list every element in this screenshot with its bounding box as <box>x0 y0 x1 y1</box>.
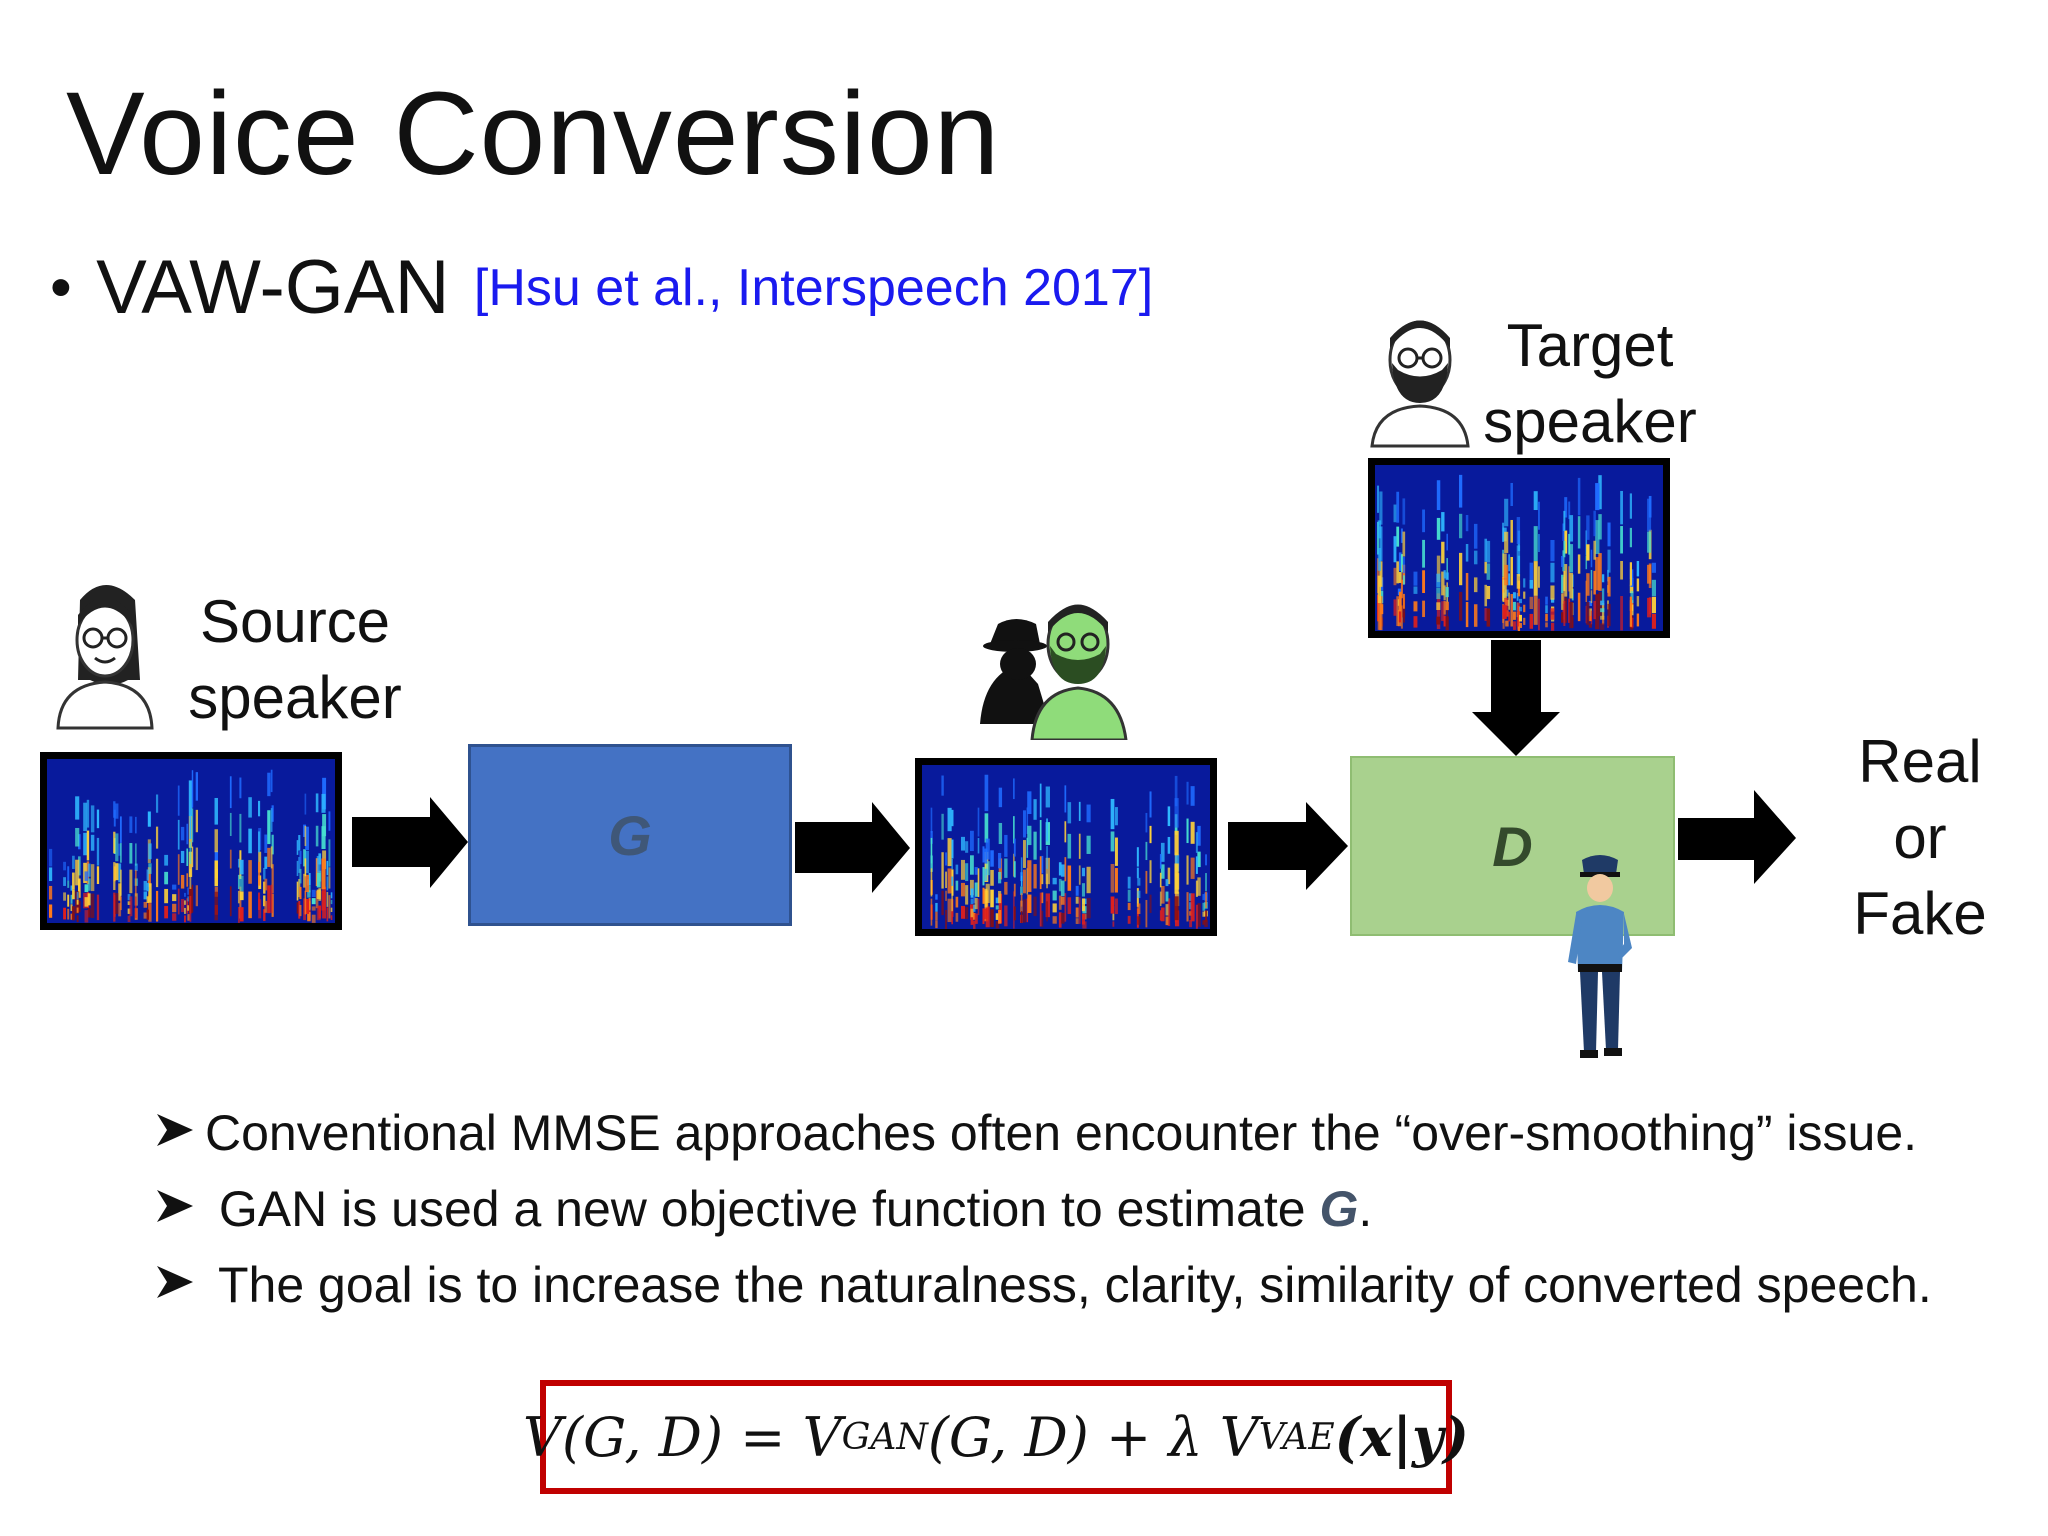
discriminator-block: D <box>1350 756 1675 936</box>
formula-rhs: (x|y) <box>1334 1405 1469 1469</box>
point-2: GAN is used a new objective function to … <box>155 1171 1932 1247</box>
citation-link[interactable]: [Hsu et al., Interspeech 2017] <box>473 259 1154 317</box>
source-label-line1: Source <box>199 588 391 655</box>
arrow-bullet-icon <box>155 1247 205 1323</box>
point-3-text: The goal is to increase the naturalness,… <box>205 1257 1932 1313</box>
arrow-target-to-d <box>1472 640 1560 756</box>
generator-block: G <box>468 744 792 926</box>
target-label: Target speaker <box>1470 308 1710 460</box>
slide-title: Voice Conversion <box>66 68 1001 200</box>
generator-label: G <box>608 803 652 867</box>
arrow-converted-to-d <box>1228 802 1348 890</box>
formula-lhs: V(G, D) = V <box>523 1405 842 1469</box>
arrow-g-to-converted <box>795 802 910 893</box>
male-target-speaker-icon <box>1370 320 1470 448</box>
arrow-d-to-output <box>1678 790 1796 884</box>
key-points: Conventional MMSE approaches often encou… <box>155 1095 1932 1323</box>
point-2-g-symbol: G <box>1319 1181 1359 1237</box>
point-3: The goal is to increase the naturalness,… <box>155 1247 1932 1323</box>
bullet-dot: • <box>50 253 72 322</box>
police-officer-icon <box>1568 855 1632 1058</box>
point-1: Conventional MMSE approaches often encou… <box>155 1095 1932 1171</box>
target-label-line2: speaker <box>1483 388 1697 455</box>
formula-mid: (G, D) + λ V <box>927 1405 1259 1469</box>
arrow-bullet-icon <box>155 1171 205 1247</box>
source-label: Source speaker <box>180 584 410 736</box>
arrow-source-to-g <box>352 797 468 888</box>
source-spectrogram <box>40 752 342 930</box>
discriminator-label: D <box>1492 814 1533 878</box>
bullet-vaw-gan: • VAW-GAN [Hsu et al., Interspeech 2017] <box>50 250 1153 326</box>
point-2-text: GAN is used a new objective function to … <box>205 1181 1320 1237</box>
output-label: Real or Fake <box>1840 724 2000 952</box>
point-2-period: . <box>1358 1181 1373 1237</box>
arrow-bullet-icon <box>155 1095 205 1171</box>
formula-vae-sub: VAE <box>1258 1416 1335 1458</box>
spy-speaker-icon <box>980 604 1128 740</box>
output-or: or <box>1893 804 1947 871</box>
female-speaker-icon <box>56 585 154 730</box>
converted-spectrogram <box>915 758 1217 936</box>
bullet-main-text: VAW-GAN <box>96 245 450 330</box>
source-label-line2: speaker <box>188 664 402 731</box>
point-1-text: Conventional MMSE approaches often encou… <box>205 1105 1918 1161</box>
output-fake: Fake <box>1853 880 1987 947</box>
output-real: Real <box>1858 728 1982 795</box>
formula-gan-sub: GAN <box>841 1416 928 1458</box>
target-spectrogram <box>1368 458 1670 638</box>
target-label-line1: Target <box>1506 312 1674 379</box>
